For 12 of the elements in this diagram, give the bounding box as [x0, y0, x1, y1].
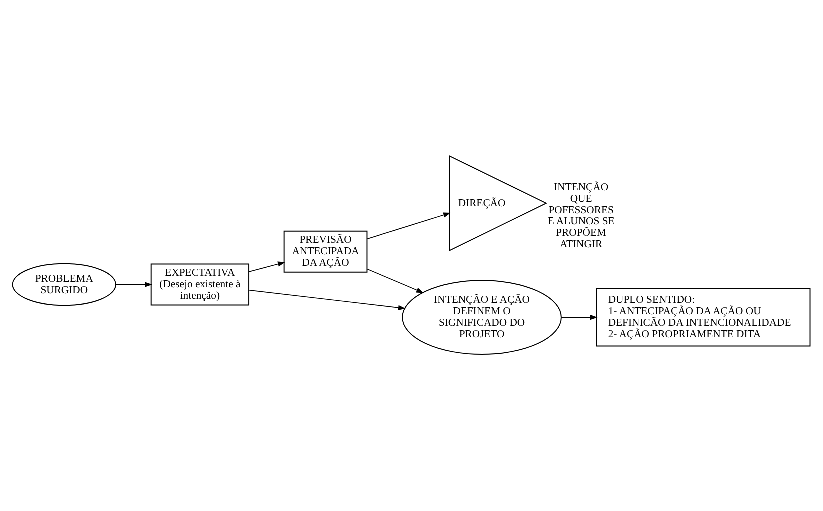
node-ellipse: PROBLEMA SURGIDO — [12, 263, 116, 306]
node-ellipse: INTENÇÃO E AÇÃO DEFINEM O SIGNIFICADO DO PROJETO — [402, 280, 562, 356]
node-box: DUPLO SENTIDO: 1- ANTECIPAÇÃO DA AÇÃO OU DEFINICÃO DA INTENCIONALIDADE 2- AÇÃO PROPRIAMENTE DITA — [596, 288, 811, 347]
arrow — [561, 314, 598, 320]
node-label: INTENÇÃO QUE POFESSORES E ALUNOS SE PROPÕEM ATINGIR — [548, 181, 615, 251]
node-box: EXPECTATIVA (Desejo existente à intenção) — [150, 264, 250, 306]
arrow — [367, 268, 424, 294]
node-box: PREVISÃO ANTECIPADA DA AÇÃO — [284, 230, 368, 273]
arrow — [248, 262, 286, 272]
arrow — [248, 290, 406, 310]
arrow — [367, 212, 451, 240]
arrow — [116, 282, 153, 288]
